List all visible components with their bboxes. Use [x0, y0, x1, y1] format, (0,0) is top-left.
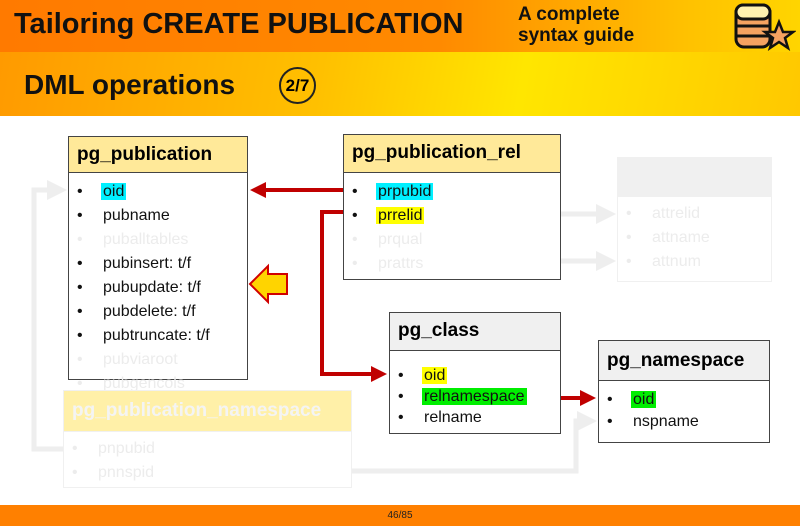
arrow-prrelid-to-classoid [320, 210, 387, 382]
column: prattrs [352, 253, 560, 277]
section-title: DML operations [24, 69, 236, 100]
table-pg-attribute: attrelid attname attnum [617, 157, 772, 282]
column: pubname [77, 205, 247, 229]
column: nspname [607, 411, 769, 433]
database-star-icon [734, 3, 796, 51]
page-number: 46/85 [387, 510, 413, 521]
column: pubupdate: t/f [77, 277, 247, 301]
slide-title: Tailoring CREATE PUBLICATION [14, 8, 464, 40]
column: relname [398, 407, 560, 428]
subtitle-line: A complete [518, 4, 620, 25]
table-title: pg_namespace [599, 341, 769, 381]
highlight-arrow [248, 263, 288, 305]
table-title: pg_publication_namespace [64, 391, 351, 432]
column: pnnspid [72, 462, 351, 486]
column: prrelid [352, 205, 560, 229]
column: pubinsert: t/f [77, 253, 247, 277]
table-pg-publication: pg_publication oid pubname puballtables … [68, 136, 248, 392]
table-pg-class: pg_class oid relnamespace relname [389, 312, 561, 434]
title-band [0, 0, 800, 52]
column: puballtables [77, 229, 247, 253]
column: pubgencols [77, 373, 247, 397]
footer: 46/85 [0, 505, 800, 526]
column: oid [607, 389, 769, 411]
column: pubdelete: t/f [77, 301, 247, 325]
subtitle-line: syntax guide [518, 25, 635, 46]
arrow-pnpubid-to-oid [31, 180, 67, 452]
column: pubviaroot [77, 349, 247, 373]
column: pnpubid [72, 438, 351, 462]
column: prpubid [352, 181, 560, 205]
table-pg-namespace: pg_namespace oid nspname [598, 340, 770, 443]
column: attnum [626, 251, 771, 275]
table-header [618, 158, 771, 197]
column: prqual [352, 229, 560, 253]
column: oid [77, 181, 247, 205]
column: attrelid [626, 203, 771, 227]
section-counter: 2/7 [279, 67, 316, 104]
column: relnamespace [398, 386, 560, 407]
table-pg-publication-rel: pg_publication_rel prpubid prrelid prqua… [343, 134, 561, 280]
column: oid [398, 365, 560, 386]
column: attname [626, 227, 771, 251]
section-band [0, 52, 800, 116]
column: pubtruncate: t/f [77, 325, 247, 349]
table-title: pg_class [390, 313, 560, 351]
table-pg-publication-namespace: pg_publication_namespace pnpubid pnnspid [63, 390, 352, 488]
arrow-pnnspid-to-nspoid [185, 411, 597, 474]
table-title: pg_publication_rel [344, 135, 560, 173]
table-title: pg_publication [69, 137, 247, 173]
